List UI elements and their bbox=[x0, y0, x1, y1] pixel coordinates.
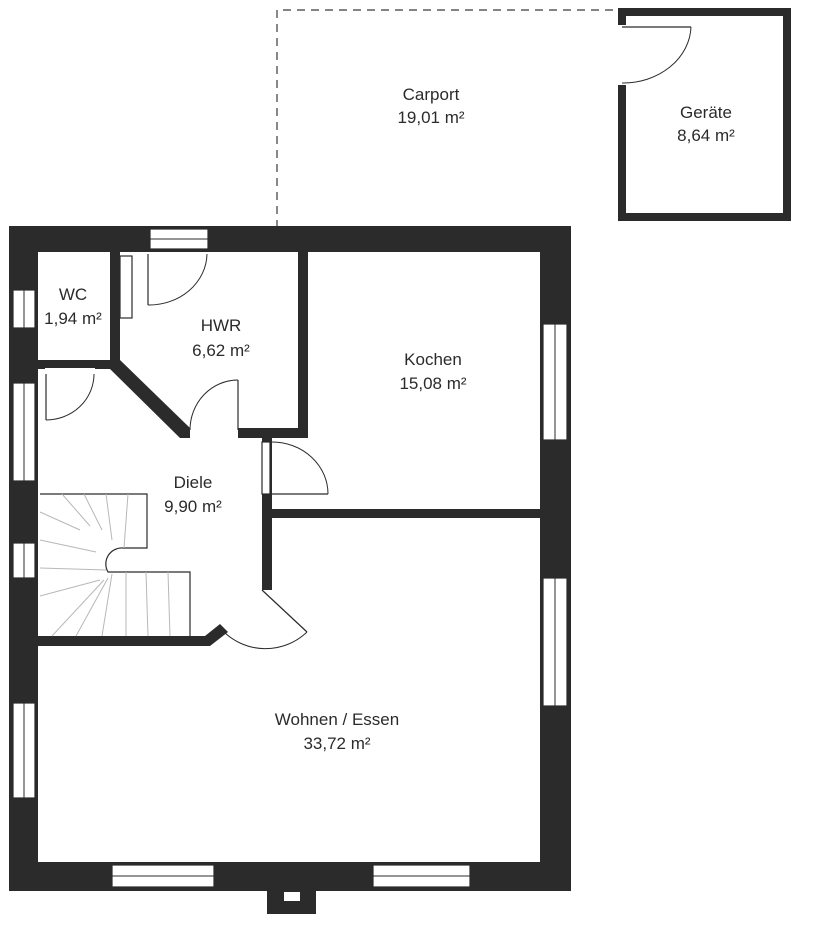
carport-name: Carport bbox=[403, 85, 460, 104]
room-label-carport: Carport 19,01 m² bbox=[397, 85, 464, 127]
hwr-area: 6,62 m² bbox=[192, 341, 250, 360]
hwr-name: HWR bbox=[201, 316, 242, 335]
room-label-geraete: Geräte 8,64 m² bbox=[677, 103, 735, 145]
carport-outline bbox=[276, 9, 620, 228]
geraete-area: 8,64 m² bbox=[677, 126, 735, 145]
room-label-kochen: Kochen 15,08 m² bbox=[399, 350, 466, 393]
shed-walls bbox=[618, 8, 791, 221]
room-label-hwr: HWR 6,62 m² bbox=[192, 316, 250, 360]
wohnen-name: Wohnen / Essen bbox=[275, 710, 399, 729]
room-label-wohnen: Wohnen / Essen 33,72 m² bbox=[275, 710, 399, 753]
room-label-diele: Diele 9,90 m² bbox=[164, 473, 222, 516]
carport-area: 19,01 m² bbox=[397, 108, 464, 127]
staircase bbox=[39, 493, 191, 637]
wc-name: WC bbox=[59, 285, 87, 304]
diele-area: 9,90 m² bbox=[164, 497, 222, 516]
wohnen-area: 33,72 m² bbox=[303, 734, 370, 753]
interior-walls bbox=[38, 252, 540, 646]
house-outer-walls bbox=[9, 226, 571, 914]
kochen-name: Kochen bbox=[404, 350, 462, 369]
room-label-wc: WC 1,94 m² bbox=[44, 285, 102, 328]
wc-area: 1,94 m² bbox=[44, 309, 102, 328]
doors bbox=[45, 252, 329, 650]
geraete-name: Geräte bbox=[680, 103, 732, 122]
kochen-area: 15,08 m² bbox=[399, 374, 466, 393]
windows bbox=[12, 228, 568, 888]
diele-name: Diele bbox=[174, 473, 213, 492]
shed-door bbox=[617, 25, 692, 85]
